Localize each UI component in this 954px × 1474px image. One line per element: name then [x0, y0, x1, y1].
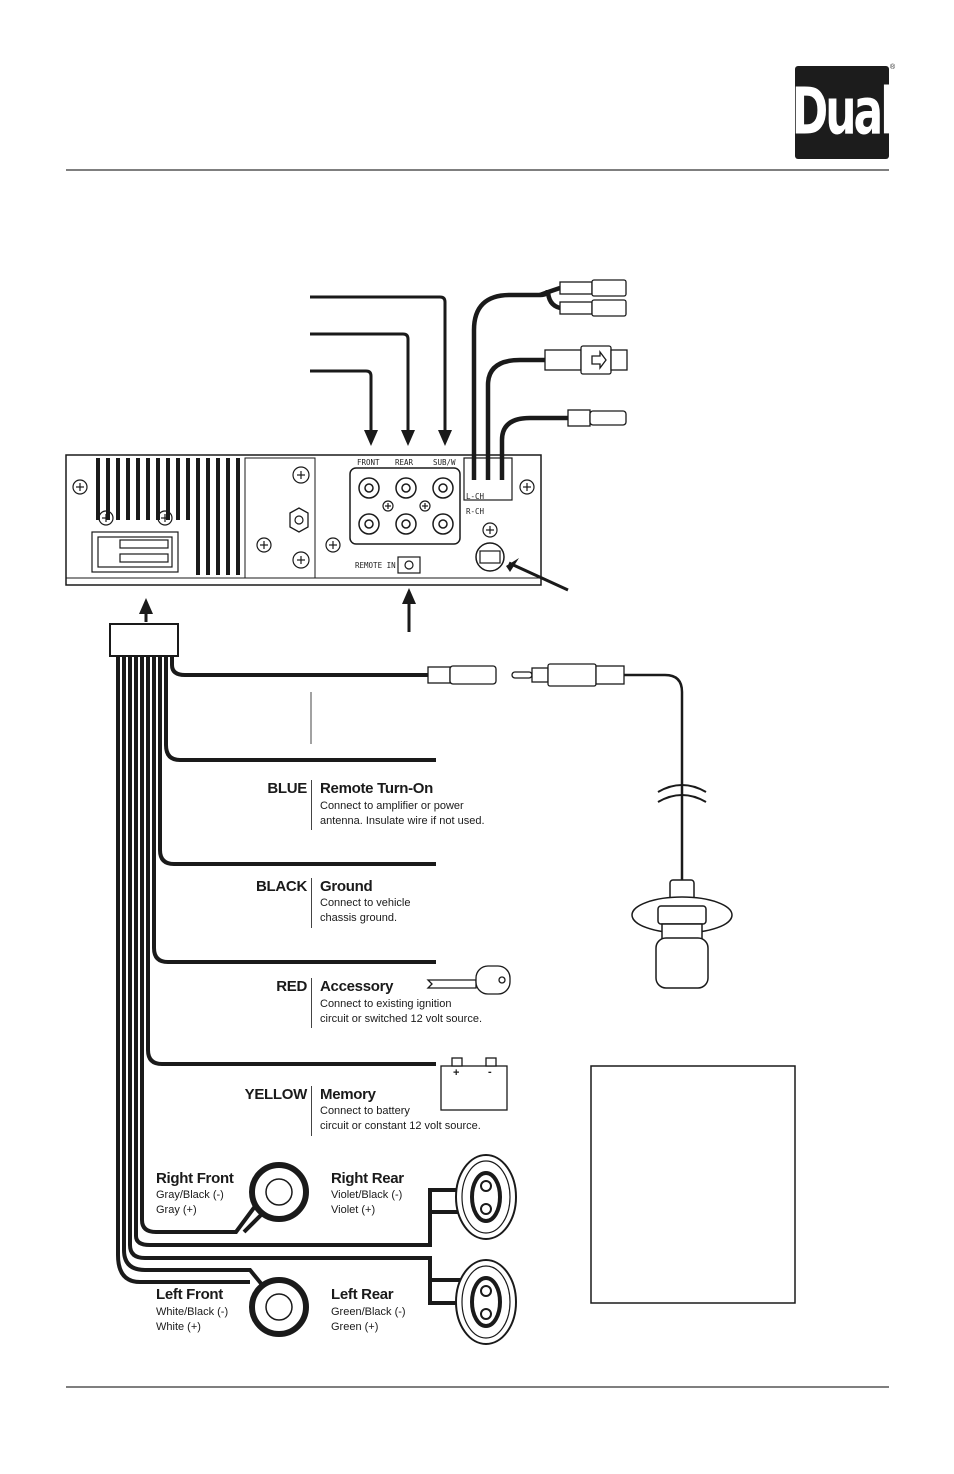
wire-title-remote-turn-on: Remote Turn-On [320, 780, 434, 797]
wire-desc-line1: Connect to amplifier or power [320, 800, 464, 812]
speaker-neg-left-rear: Green/Black (-) [331, 1306, 406, 1318]
wire-title-ground: Ground [320, 878, 373, 895]
logo-text: Dual [791, 75, 896, 150]
speaker-neg-right-rear: Violet/Black (-) [331, 1189, 403, 1201]
battery-icon [440, 1057, 508, 1111]
wired-remote-device [631, 879, 733, 989]
left-front-speaker [249, 1277, 309, 1337]
heatsink-fins [96, 458, 240, 575]
speaker-neg-left-front: White/Black (-) [156, 1306, 229, 1318]
aux-plug [567, 409, 627, 427]
wire-desc-line1: Connect to existing ignition [320, 998, 452, 1010]
speaker-title-right-front: Right Front [156, 1170, 234, 1187]
speaker-title-right-rear: Right Rear [331, 1170, 404, 1187]
rch-label: R-CH [466, 507, 485, 516]
lch-label: L-CH [466, 492, 485, 501]
wire-desc-line2: circuit or constant 12 volt source. [320, 1120, 481, 1132]
rear-output-label: REAR [395, 458, 414, 467]
harness-wires [116, 656, 460, 1305]
screws [72, 466, 535, 569]
rca-arrows [310, 295, 447, 435]
arrow-heads [139, 430, 519, 614]
speaker-pos-right-rear: Violet (+) [331, 1204, 376, 1216]
wire-separator [311, 780, 312, 830]
speaker-title-left-rear: Left Rear [331, 1286, 394, 1303]
battery-minus-label: - [488, 1066, 492, 1078]
wire-color-blue: BLUE [267, 780, 307, 797]
wire-separator [311, 978, 312, 1028]
center-nut [289, 507, 309, 533]
wire-desc-line2: circuit or switched 12 volt source. [320, 1013, 483, 1025]
right-front-speaker [249, 1162, 309, 1222]
wire-separator [311, 1086, 312, 1136]
wire-desc-line1: Connect to battery [320, 1105, 410, 1117]
cable-break [657, 784, 707, 803]
wire-ends [430, 758, 436, 1066]
speaker-neg-right-front: Gray/Black (-) [156, 1189, 224, 1201]
wire-title-accessory: Accessory [320, 978, 394, 995]
wire-desc-line1: Connect to vehicle [320, 897, 411, 909]
harness-plug [109, 623, 179, 657]
aux-cable [427, 663, 625, 687]
left-rear-speaker [455, 1259, 517, 1345]
front-output-label: FRONT [357, 458, 380, 467]
wire-title-memory: Memory [320, 1086, 376, 1103]
rca-output-block [349, 467, 461, 545]
wire-separator [311, 878, 312, 928]
wire-color-yellow: YELLOW [244, 1086, 308, 1103]
dual-logo: Dual [792, 66, 895, 159]
remote-in-label: REMOTE IN [355, 561, 396, 570]
wire-color-black: BLACK [256, 878, 307, 895]
note-box [590, 1065, 796, 1304]
input-cables [471, 285, 568, 480]
harness-socket [91, 531, 179, 573]
key-icon [426, 965, 511, 995]
rca-jacks [358, 477, 454, 535]
registered-mark: ® [890, 64, 896, 71]
wire-desc-line2: antenna. Insulate wire if not used. [320, 815, 485, 827]
mini-din-port [475, 542, 505, 572]
head-unit-rear-panel [65, 454, 542, 586]
subw-output-label: SUB/W [433, 458, 456, 467]
antenna-plug [544, 345, 628, 375]
speaker-pos-left-front: White (+) [156, 1321, 201, 1333]
right-rear-speaker [455, 1154, 517, 1240]
battery-plus-label: + [453, 1067, 460, 1079]
wire-desc-line2: chassis ground. [320, 912, 398, 924]
remote-in-jack [397, 556, 421, 574]
speaker-title-left-front: Left Front [156, 1286, 223, 1303]
rca-plugs [559, 279, 627, 317]
wire-color-red: RED [276, 978, 307, 995]
speaker-pos-right-front: Gray (+) [156, 1204, 197, 1216]
speaker-pos-left-rear: Green (+) [331, 1321, 379, 1333]
